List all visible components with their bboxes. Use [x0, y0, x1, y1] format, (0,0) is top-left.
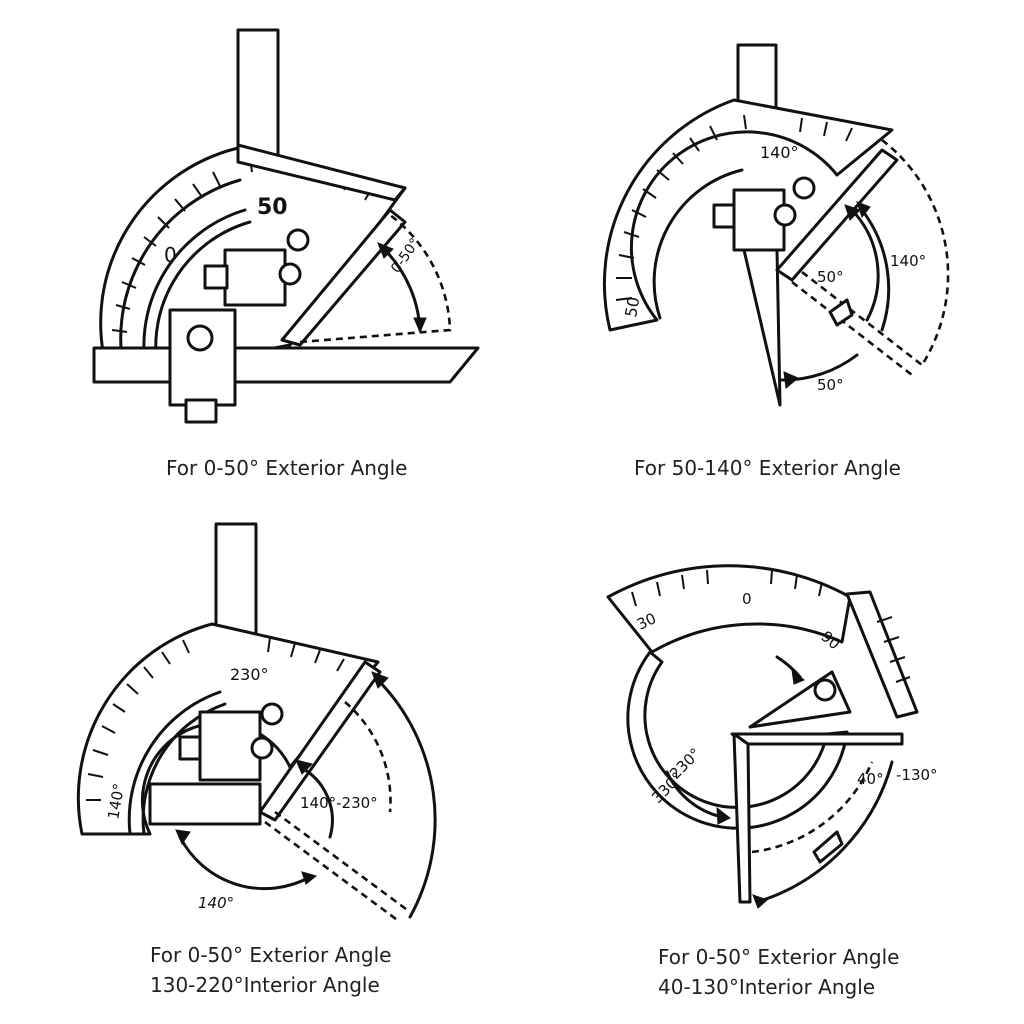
diagram-panel-4: 30 0 90 230° 330° 40° -130°: [512, 512, 1024, 1024]
lock-nut-2: [773, 203, 797, 227]
arrowhead-3: [783, 371, 799, 389]
double-arrow: [828, 298, 854, 327]
double-arrow: [812, 830, 844, 864]
scale-ticks: [86, 637, 345, 801]
scale-label: 50: [621, 295, 643, 318]
angle-label: 50°: [817, 268, 844, 286]
angled-blade: [280, 208, 407, 347]
lock-nut-2: [286, 228, 310, 252]
angle-label: 40°: [857, 770, 884, 788]
dashed-angle-arc: [751, 761, 874, 854]
caption-line: For 0-50° Exterior Angle: [658, 945, 900, 969]
caption-panel-2: For 50-140° Exterior Angle: [634, 453, 901, 483]
vertical-blade: [742, 248, 782, 407]
lower-clamp: [168, 308, 237, 407]
arrowhead: [752, 894, 768, 909]
caption-line: For 0-50° Exterior Angle: [150, 943, 392, 967]
arrowhead-2: [716, 806, 731, 825]
caption-line: 40-130°Interior Angle: [658, 975, 876, 999]
lower-clamp-nut: [186, 324, 214, 352]
arrowhead-2: [856, 201, 871, 219]
scale-label: 50: [257, 195, 288, 220]
arc-band: [236, 143, 407, 202]
angle-label: 0-50°: [388, 235, 423, 276]
scale-label: 140°: [760, 143, 799, 162]
arrowhead-2: [413, 317, 427, 334]
arrowhead-2: [295, 759, 313, 775]
vertical-blade: [732, 732, 752, 904]
clamp-screw: [203, 264, 229, 290]
angle-arrow-arc-2: [665, 770, 724, 819]
clamp-screw: [712, 203, 736, 229]
clamp-screw: [178, 735, 202, 761]
arrowhead: [844, 204, 861, 221]
knurled-knob: [184, 398, 218, 424]
diagram-panel-2: 140° 50 50° 140° 50°: [512, 0, 1024, 512]
scale-ticks: [615, 114, 853, 301]
diagram-panel-1: 0 50 0-50°: [0, 0, 512, 512]
lock-nut: [260, 702, 284, 726]
inner-arc: [652, 168, 744, 320]
dashed-line-2: [274, 810, 411, 914]
dashed-angle-arc: [299, 213, 452, 344]
dashed-line: [264, 820, 401, 924]
caption-panel-4: For 0-50° Exterior Angle 40-130°Interior…: [658, 942, 899, 1002]
protractor-arc: [76, 622, 380, 836]
base-ruler: [148, 782, 262, 826]
dashed-line: [791, 280, 913, 377]
caption-panel-1: For 0-50° Exterior Angle: [166, 453, 407, 483]
protractor-arc: [606, 564, 852, 654]
angle-arrow-arc: [755, 760, 894, 904]
clamp-block: [223, 248, 287, 307]
angle-arrow-arc-3: [178, 835, 312, 891]
lock-nut: [792, 176, 816, 200]
caption-line: 130-220°Interior Angle: [150, 973, 380, 997]
arrowhead-3: [175, 829, 191, 846]
scale-label: 0: [742, 590, 752, 608]
scale-label: 0: [164, 243, 177, 267]
angled-blade: [775, 148, 899, 282]
angle-arrow-arc: [376, 678, 437, 919]
protractor-diagram-3: 230° 140° 140°-230° 140°: [76, 522, 437, 924]
arrowhead: [371, 671, 389, 689]
dashed-angle-arc: [881, 138, 950, 366]
angle-arrow-arc-2: [860, 208, 891, 332]
caption-panel-3: For 0-50° Exterior Angle 130-220°Interio…: [150, 940, 391, 1000]
scale-inner-arc: [119, 178, 242, 382]
arrowhead: [377, 242, 394, 259]
angle-label: -130°: [896, 766, 938, 784]
dashed-angle-arc: [344, 701, 392, 813]
protractor-arc: [602, 98, 894, 332]
lock-nut: [813, 678, 837, 702]
scale-label: 230°: [230, 665, 269, 684]
lock-nut-2: [250, 736, 274, 760]
angle-label: 50°: [817, 376, 844, 394]
angle-label: 140°: [890, 252, 926, 270]
angle-label: 140°-230°: [300, 794, 378, 812]
caption-line: For 50-140° Exterior Angle: [634, 456, 901, 480]
angle-arrow-arc: [850, 208, 880, 322]
horizontal-blade: [730, 732, 904, 746]
caption-line: For 0-50° Exterior Angle: [166, 456, 408, 480]
angle-label: 140°: [198, 894, 234, 912]
blade: [236, 28, 280, 157]
arrowhead-4: [301, 871, 318, 885]
protractor-diagram-2: 140° 50 50° 140° 50°: [602, 43, 950, 407]
base-ruler: [92, 346, 480, 384]
blade: [214, 522, 258, 636]
dashed-line-2: [801, 270, 923, 367]
inner-arc: [127, 690, 222, 836]
lock-nut: [278, 262, 302, 286]
arrowhead-3: [791, 668, 805, 685]
diagram-panel-3: 230° 140° 140°-230° 140°: [0, 512, 512, 1024]
angled-blade: [258, 660, 382, 822]
scale-ticks: [631, 569, 911, 683]
protractor-diagram-1: 0 50 0-50°: [92, 28, 480, 424]
protractor-diagram-4: 30 0 90 230° 330° 40° -130°: [606, 564, 938, 909]
angle-arrow-arc-2: [298, 765, 334, 839]
extension-arc: [845, 590, 919, 719]
